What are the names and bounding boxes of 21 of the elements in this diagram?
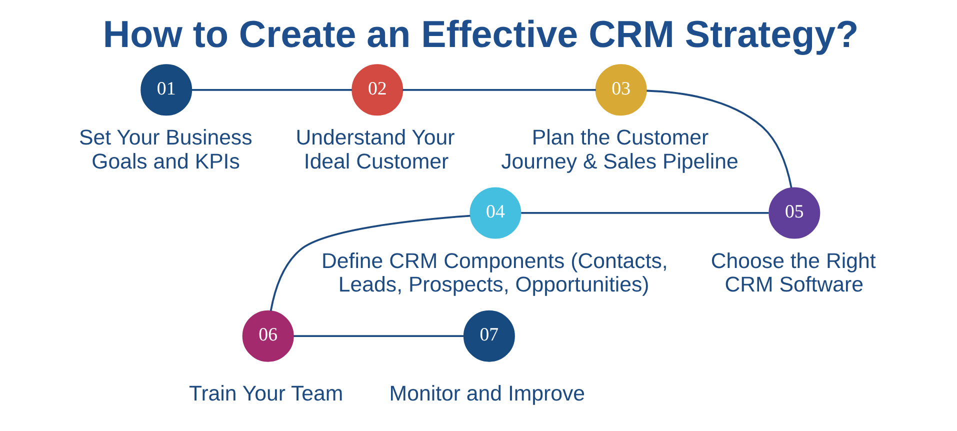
node-circle: 05 bbox=[768, 187, 820, 239]
node-label: Define CRM Components (Contacts, Leads, Prospects, Opportunities) bbox=[321, 248, 668, 297]
node-label: Set Your Business Goals and KPIs bbox=[79, 126, 252, 174]
connector bbox=[192, 88, 352, 91]
connector bbox=[270, 214, 470, 312]
node-label: Choose the Right CRM Software bbox=[710, 248, 876, 297]
node-label: Train Your Team bbox=[188, 381, 344, 406]
node-circle: 04 bbox=[470, 187, 522, 239]
connector bbox=[402, 88, 596, 91]
node-circle: 02 bbox=[352, 64, 404, 116]
node-circle: 01 bbox=[140, 64, 192, 116]
connector bbox=[294, 335, 464, 338]
connector bbox=[646, 90, 792, 188]
node-circle: 06 bbox=[242, 310, 294, 362]
node-label: Monitor and Improve bbox=[389, 381, 586, 406]
node-label: Understand Your Ideal Customer bbox=[296, 126, 455, 174]
connector bbox=[521, 212, 769, 214]
node-circle: 07 bbox=[463, 310, 515, 362]
diagram-title: How to Create an Effective CRM Strategy? bbox=[102, 13, 859, 56]
node-label: Plan the Customer Journey & Sales Pipeline bbox=[501, 126, 738, 174]
node-circle: 03 bbox=[595, 64, 647, 116]
